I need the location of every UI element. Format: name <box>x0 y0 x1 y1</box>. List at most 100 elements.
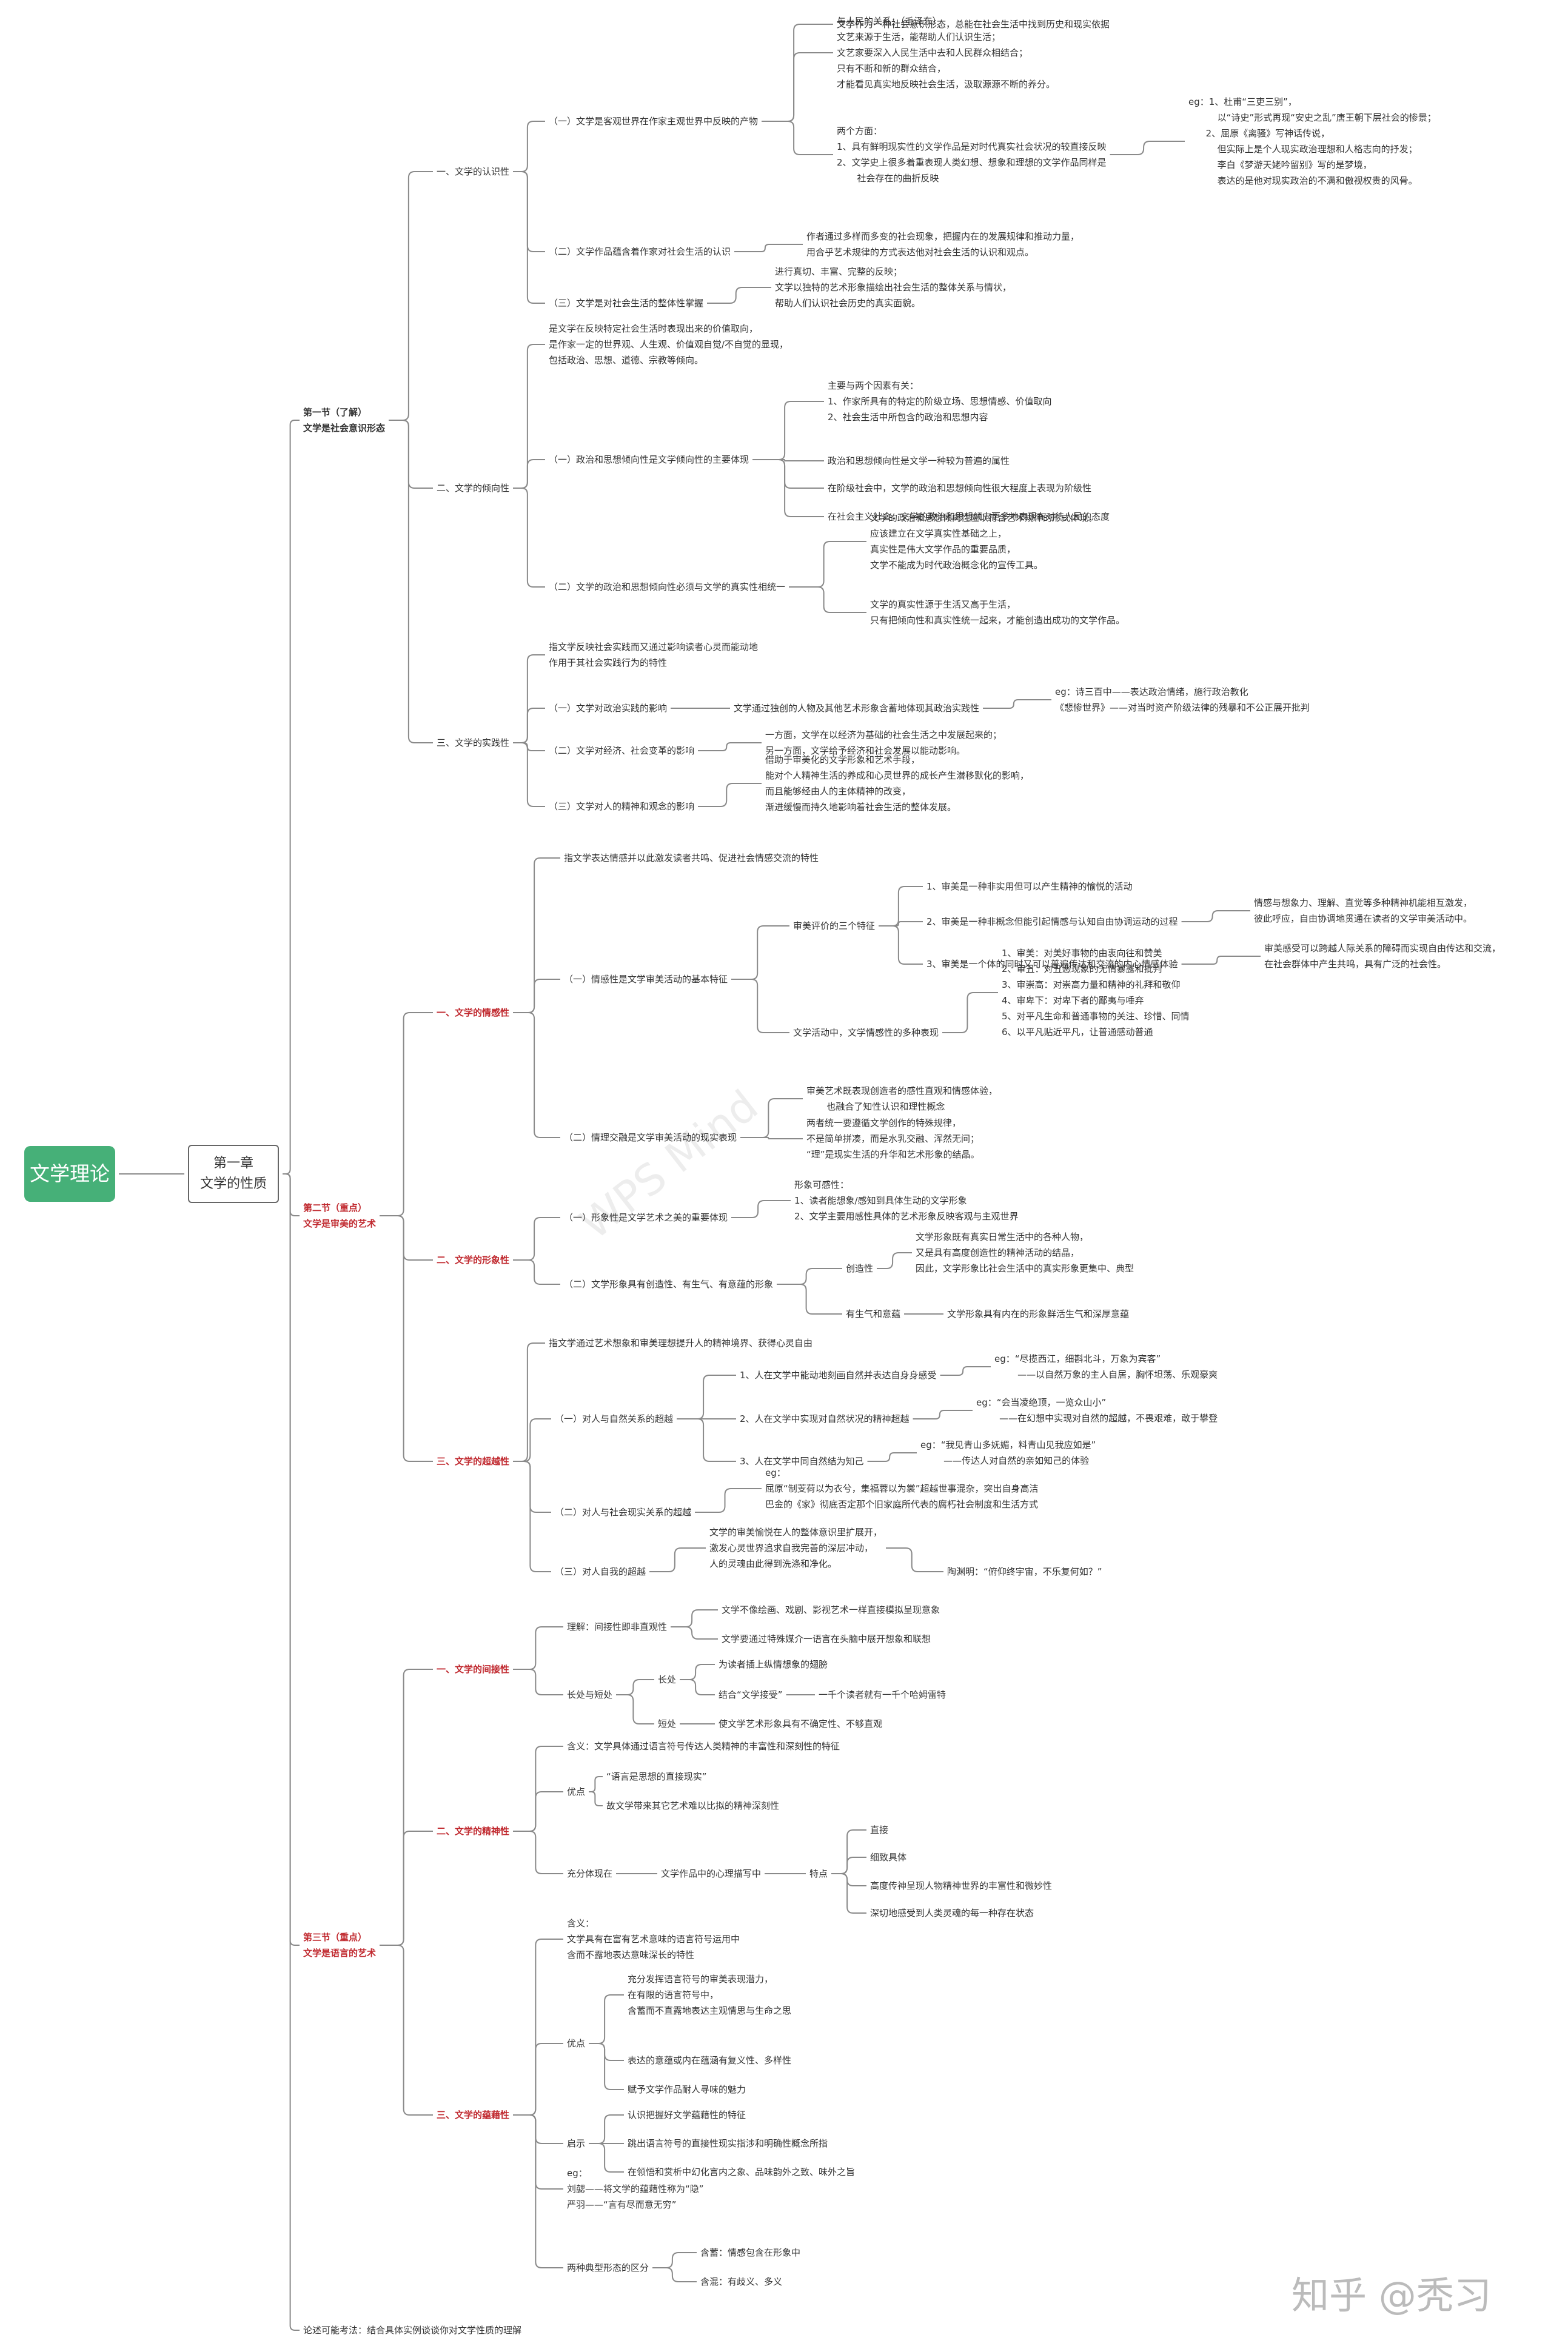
node-s1c3a[interactable]: 借助于审美化的文学形象和艺术手段， 能对个人精神生活的养成和心灵世界的成长产生潜… <box>765 754 1030 813</box>
node-s2a2b[interactable]: 两者统一要遵循文学创作的特殊规律， 不是简单拼凑，而是水乳交融、浑然无间； “理… <box>806 1118 980 1160</box>
node-s1c0[interactable]: 指文学反映社会实践而又通过影响读者心灵而能动地 作用于其社会实践行为的特性 <box>549 642 759 668</box>
node-s1a1c[interactable]: 两个方面： 1、具有鲜明现实性的文学作品是对时代真实社会状况的较直接反映 2、文… <box>837 126 1107 184</box>
node-s3b2a[interactable]: 文学作品中的心理描写中 <box>661 1868 762 1879</box>
node-s1a1[interactable]: （一）文学是客观世界在作家主观世界中反映的产物 <box>549 116 759 127</box>
node-s3b2b1[interactable]: 直接 <box>870 1825 889 1835</box>
node-s1b2a[interactable]: 文学的政治和思想倾向性应以符合艺术规律的形式体现， 应该建立在文学真实性基础之上… <box>870 512 1098 571</box>
node-s3b2b2[interactable]: 细致具体 <box>870 1852 907 1863</box>
node-s3[interactable]: 第三节（重点） 文学是语言的艺术 <box>303 1932 377 1959</box>
node-s3a2bx[interactable]: 使文学艺术形象具有不确定性、不够直观 <box>719 1718 883 1729</box>
node-s2a2a[interactable]: 审美艺术既表现创造者的感性直观和情感体验， 也融合了知性认识和理性概念 <box>806 1085 998 1112</box>
node-s2b2[interactable]: （二）文学形象具有创造性、有生气、有意蕴的形象 <box>564 1279 774 1290</box>
node-s2c[interactable]: 三、文学的超越性 <box>437 1456 510 1467</box>
node-s2a1[interactable]: （一）情感性是文学审美活动的基本特征 <box>564 974 728 985</box>
node-s1b2[interactable]: （二）文学的政治和思想倾向性必须与文学的真实性相统一 <box>549 581 786 592</box>
node-s2c1bx[interactable]: eg：“会当凌绝顶，一览众山小” ——在幻想中实现对自然的超越，不畏艰难，敢于攀… <box>976 1397 1218 1424</box>
node-s1c3[interactable]: （三）文学对人的精神和观念的影响 <box>549 801 695 812</box>
node-s3a1b[interactable]: 文学要通过特殊媒介一语言在头脑中展开想象和联想 <box>722 1634 931 1644</box>
node-s3c1[interactable]: 优点 <box>567 2038 586 2049</box>
node-s2c2a[interactable]: eg： 屈原“制芰荷以为衣兮，集福蓉以为裳”超越世事混杂，突出自身高洁 巴金的《… <box>765 1467 1039 1510</box>
node-s2a1a2[interactable]: 2、审美是一种非概念但能引起情感与认知自由协调运动的过程 <box>926 916 1178 927</box>
node-s3b1b[interactable]: 故文学带来其它艺术难以比拟的精神深刻性 <box>606 1800 780 1811</box>
node-s3a2a2x[interactable]: 一千个读者就有一千个哈姆雷特 <box>819 1689 946 1700</box>
node-s2b2bx[interactable]: 文学形象具有内在的形象鲜活生气和深厚意蕴 <box>947 1309 1130 1319</box>
node-s1a2a[interactable]: 作者通过多样而多变的社会现象，把握内在的发展规律和推动力量， 用合乎艺术规律的方… <box>806 231 1080 258</box>
node-s1a[interactable]: 一、文学的认识性 <box>437 166 510 177</box>
node-s3c2[interactable]: 启示 <box>567 2138 586 2149</box>
node-s2a0[interactable]: 指文学表达情感并以此激发读者共鸣、促进社会情感交流的特性 <box>564 853 819 863</box>
node-s3b0[interactable]: 含义：文学具体通过语言符号传达人类精神的丰富性和深刻性的特征 <box>567 1741 840 1752</box>
node-s2c1c[interactable]: 3、人在文学中同自然结为知己 <box>740 1456 864 1467</box>
node-s3c3[interactable]: eg： 刘勰——将文学的蕴藉性称为“隐” 严羽——“言有尽而意无穷” <box>567 2168 704 2210</box>
node-s3c1a[interactable]: 充分发挥语言符号的审美表现潜力， 在有限的语言符号中， 含蓄而不直露地表达主观情… <box>628 1974 792 2016</box>
node-s1[interactable]: 第一节（了解） 文学是社会意识形态 <box>303 407 386 434</box>
node-s3a[interactable]: 一、文学的间接性 <box>437 1664 510 1675</box>
node-s2c1ax[interactable]: eg：“尽揽西江，细斟北斗，万象为宾客” ——以自然万象的主人自居，胸怀坦荡、乐… <box>994 1353 1218 1380</box>
node-s1b1a[interactable]: 主要与两个因素有关： 1、作家所具有的特定的阶级立场、思想情感、价值取向 2、社… <box>828 380 1052 423</box>
node-s3b1[interactable]: 优点 <box>567 1786 586 1797</box>
node-s2b1[interactable]: （一）形象性是文学艺术之美的重要体现 <box>564 1212 728 1223</box>
node-s3c4b[interactable]: 含混：有歧义、多义 <box>700 2276 783 2287</box>
node-s3c0[interactable]: 含义： 文学具有在富有艺术意味的语言符号运用中 含而不露地表达意味深长的特性 <box>567 1918 740 1960</box>
node-s2c3[interactable]: （三）对人自我的超越 <box>555 1566 646 1577</box>
node-s2c3b[interactable]: 陶渊明：“俯仰终宇宙，不乐复何如？” <box>947 1566 1102 1577</box>
node-s2[interactable]: 第二节（重点） 文学是审美的艺术 <box>303 1202 377 1229</box>
node-s1c1[interactable]: （一）文学对政治实践的影响 <box>549 703 668 714</box>
node-s3c2b[interactable]: 跳出语言符号的直接性现实指涉和明确性概念所指 <box>628 2138 828 2149</box>
node-s2c1cx[interactable]: eg：“我见青山多妩媚，料青山见我应如是” ——传达人对自然的亲如知己的体验 <box>920 1439 1096 1466</box>
node-s1a1b[interactable]: 与人民的关系：（毛泽东） 文艺来源于生活，能帮助人们认识生活； 文艺家要深入人民… <box>837 16 1056 90</box>
node-s3a2b[interactable]: 短处 <box>658 1718 677 1729</box>
node-s2c1b[interactable]: 2、人在文学中实现对自然状况的精神超越 <box>740 1413 910 1424</box>
node-s2c0[interactable]: 指文学通过艺术想象和审美理想提升人的精神境界、获得心灵自由 <box>549 1338 813 1349</box>
node-s2a1a1[interactable]: 1、审美是一种非实用但可以产生精神的愉悦的活动 <box>926 881 1133 892</box>
node-s3b2b[interactable]: 特点 <box>809 1868 828 1879</box>
node-s2a1a[interactable]: 审美评价的三个特征 <box>793 920 876 931</box>
node-s3b2b3[interactable]: 高度传神呈现人物精神世界的丰富性和微妙性 <box>870 1880 1053 1891</box>
node-s3c4[interactable]: 两种典型形态的区分 <box>567 2262 649 2273</box>
node-s3c4a[interactable]: 含蓄：情感包含在形象中 <box>700 2247 801 2258</box>
node-s3c[interactable]: 三、文学的蕴藉性 <box>437 2110 510 2120</box>
node-s2c1a[interactable]: 1、人在文学中能动地刻画自然并表达自身身感受 <box>740 1370 937 1381</box>
node-s3a1[interactable]: 理解：间接性即非直观性 <box>567 1621 668 1632</box>
root-node[interactable]: 文学理论 <box>24 1146 115 1202</box>
node-s3a2a2[interactable]: 结合“文学接受” <box>719 1689 783 1700</box>
node-s3a2a1[interactable]: 为读者插上纵情想象的翅膀 <box>719 1659 828 1670</box>
node-s2a1b[interactable]: 文学活动中，文学情感性的多种表现 <box>793 1027 939 1038</box>
node-s1b1b[interactable]: 政治和思想倾向性是文学一种较为普遍的属性 <box>828 455 1010 466</box>
node-s3c2a[interactable]: 认识把握好文学蕴藉性的特征 <box>628 2110 746 2120</box>
node-s1a1d[interactable]: eg：1、杜甫“三吏三别”， 以“诗史”形式再现“安史之乱”唐王朝下层社会的惨景… <box>1188 96 1436 186</box>
node-s1c2[interactable]: （二）文学对经济、社会变革的影响 <box>549 745 695 756</box>
node-s2c1[interactable]: （一）对人与自然关系的超越 <box>555 1413 674 1424</box>
node-s3a2a[interactable]: 长处 <box>658 1674 677 1685</box>
node-s3b[interactable]: 二、文学的精神性 <box>437 1826 510 1837</box>
node-s1a1a[interactable]: 文学作为一种社会意识形态，总能在社会生活中找到历史和现实依据 <box>837 19 1110 30</box>
node-s2a1b1[interactable]: 1、审美：对美好事物的由衷向往和赞美 2、审丑：对丑恶现象的无情暴露和批判 3、… <box>1002 948 1190 1037</box>
node-s1b1[interactable]: （一）政治和思想倾向性是文学倾向性的主要体现 <box>549 454 749 465</box>
chapter-node[interactable]: 第一章 文学的性质 <box>188 1145 279 1203</box>
node-s2b[interactable]: 二、文学的形象性 <box>437 1255 510 1265</box>
node-s2b2b[interactable]: 有生气和意蕴 <box>846 1309 901 1319</box>
node-s3c1c[interactable]: 赋予文学作品耐人寻味的魅力 <box>628 2084 746 2095</box>
node-s1b1d[interactable]: 在社会主义社会，文学的政治和思想倾向更多地表现在对待人民的态度 <box>828 511 1110 522</box>
node-s2a2[interactable]: （二）情理交融是文学审美活动的现实表现 <box>564 1132 737 1143</box>
node-s1b1c[interactable]: 在阶级社会中，文学的政治和思想倾向性很大程度上表现为阶级性 <box>828 483 1092 494</box>
node-s1a3a[interactable]: 进行真切、丰富、完整的反映； 文学以独特的艺术形象描绘出社会生活的整体关系与情状… <box>775 266 1012 309</box>
node-s1b[interactable]: 二、文学的倾向性 <box>437 483 510 494</box>
node-s2a[interactable]: 一、文学的情感性 <box>437 1007 510 1018</box>
node-s3a1a[interactable]: 文学不像绘画、戏剧、影视艺术一样直接模拟呈现意象 <box>722 1604 940 1615</box>
node-s2a1a3[interactable]: 3、审美是一个体的同时又可以普遍传达和交流的内心情感体验 <box>926 959 1178 970</box>
node-s2a1a3x[interactable]: 审美感受可以跨越人际关系的障碍而实现自由传达和交流， 在社会群体中产生共鸣，具有… <box>1264 943 1501 970</box>
node-s3b1a[interactable]: “语言是思想的直接现实” <box>606 1771 707 1782</box>
node-s2b1a[interactable]: 形象可感性： 1、读者能想象/感知到具体生动的文学形象 2、文学主要用感性具体的… <box>794 1179 1019 1222</box>
node-s1b0[interactable]: 是文学在反映特定社会生活时表现出来的价值取向， 是作家一定的世界观、人生观、价值… <box>549 323 789 366</box>
node-s1c2a[interactable]: 一方面，文学在以经济为基础的社会生活之中发展起来的； 另一方面，文学给予经济和社… <box>765 729 1002 756</box>
node-s3b2[interactable]: 充分体现在 <box>567 1868 613 1879</box>
node-s2b2a[interactable]: 创造性 <box>846 1263 874 1274</box>
node-s1a2[interactable]: （二）文学作品蕴含着作家对社会生活的认识 <box>549 246 731 257</box>
node-s2c3a[interactable]: 文学的审美愉悦在人的整体意识里扩展开， 激发心灵世界追求自我完善的深层冲动， 人… <box>709 1527 883 1569</box>
node-s1c[interactable]: 三、文学的实践性 <box>437 737 510 748</box>
node-s3a2[interactable]: 长处与短处 <box>567 1689 613 1700</box>
node-s1a3[interactable]: （三）文学是对社会生活的整体性掌握 <box>549 298 704 309</box>
node-s2a1a2x[interactable]: 情感与想象力、理解、直觉等多种精神机能相互激发， 彼此呼应，自由协调地贯通在读者… <box>1254 897 1473 924</box>
node-s1c1a[interactable]: 文学通过独创的人物及其他艺术形象含蓄地体现其政治实践性 <box>734 703 980 714</box>
